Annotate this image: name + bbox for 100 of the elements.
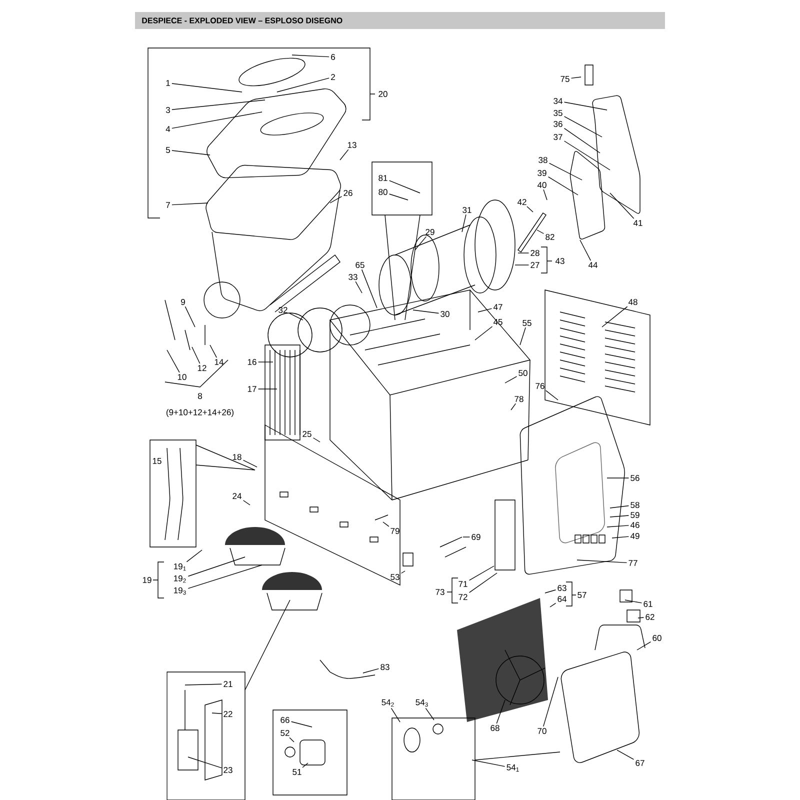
callout-number: 60 [652,635,662,642]
leader-line [192,346,200,364]
callout-number: 19$_{2}$ [174,575,186,583]
leader-line [526,206,534,212]
callout-number: 3 [166,107,170,113]
callout-number: 25 [302,431,312,437]
leader-line [292,54,330,58]
leader-line [172,202,208,206]
leader-line [564,128,600,154]
callout-number: 5 [166,147,170,153]
leader-line [258,388,278,390]
leader-line [518,252,530,254]
callout-number: 31 [462,207,472,213]
leader-line [543,189,548,200]
leader-line [478,308,492,312]
callout-number: 33 [348,274,358,280]
callout-number: 7 [166,202,170,208]
callout-number: 6 [331,54,335,60]
callout-number: 20 [378,91,388,97]
callout-number: 73 [436,589,444,595]
callout-number: 58 [630,502,640,508]
callout-number: (9+10+12+14+26) [166,409,234,417]
callout-number: 12 [198,365,206,371]
callout-number: 63 [558,585,566,591]
leader-line [543,676,558,727]
callout-number: 26 [344,190,352,196]
callout-number: 59 [630,512,640,518]
leader-line [520,327,526,346]
callout-number: 46 [630,522,640,528]
leader-line [288,312,304,320]
leader-line [362,668,380,674]
callout-number: 70 [538,728,546,734]
callout-number: 37 [554,134,562,140]
leader-line [184,684,222,686]
callout-number: 50 [518,370,528,376]
callout-number: 54$_{3}$ [416,699,428,707]
callout-number: 75 [560,76,570,82]
leader-line [400,570,406,574]
callout-number: 53 [390,574,400,580]
callout-number: 83 [380,664,390,670]
leader-line [462,214,466,232]
callout-number: 4 [166,126,170,132]
callout-number: 78 [514,396,524,402]
callout-number: 49 [630,533,640,539]
leader-line [472,760,506,767]
callout-number: 38 [538,157,548,163]
callout-number: 8 [198,393,202,399]
leader-line [616,750,634,760]
leader-line [382,522,390,527]
leader-line [564,140,610,170]
leader-line [186,550,202,562]
leader-line [636,641,652,650]
leader-line [580,240,592,261]
leader-line [172,112,262,129]
leader-line [468,572,498,593]
leader-line [390,708,400,722]
leader-line [388,180,420,194]
leader-line [550,602,556,608]
leader-line [388,194,408,200]
leader-line [606,525,630,528]
leader-line [462,536,470,538]
title: DESPIECE - EXPLODED VIEW – ESPLOSO DISEGNO [142,18,342,24]
callout-number: 55 [522,320,532,326]
leader-line [242,460,258,468]
leader-line [210,344,217,358]
callout-number: 71 [458,581,468,587]
callout-number: 69 [472,534,480,540]
callout-number: 64 [558,596,566,602]
callout-number: 10 [178,374,186,380]
callout-number: 19 [142,577,152,583]
leader-line [564,102,608,110]
leader-line [576,560,628,564]
callout-number: 41 [633,220,642,226]
callout-number: 19$_{1}$ [174,563,186,571]
leader-line [624,600,642,604]
callout-number: 35 [554,110,562,116]
callout-number: 47 [493,304,502,310]
callout-number: 54$_{2}$ [382,699,394,707]
callout-number: 62 [646,614,654,620]
callout-number: 2 [331,74,335,80]
leader-line [514,264,530,266]
callout-number: 36 [554,121,562,127]
callout-number: 68 [490,725,500,732]
leader-line [188,564,262,589]
leader-line [546,390,558,400]
leader-line [414,236,427,250]
callout-number: 21 [224,681,232,687]
leader-line [496,700,506,724]
callout-number: 13 [348,142,356,148]
callout-number: 43 [555,258,564,264]
callout-number: 14 [214,359,224,365]
leader-line [172,100,266,110]
callout-number: 42 [517,199,526,205]
callout-number: 19$_{3}$ [174,587,186,595]
callout-number: 56 [630,475,640,481]
leader-line [602,306,628,328]
callout-number: 23 [224,767,232,774]
leader-line [355,281,362,294]
callout-number: 34 [554,98,562,104]
leader-line [474,326,493,340]
